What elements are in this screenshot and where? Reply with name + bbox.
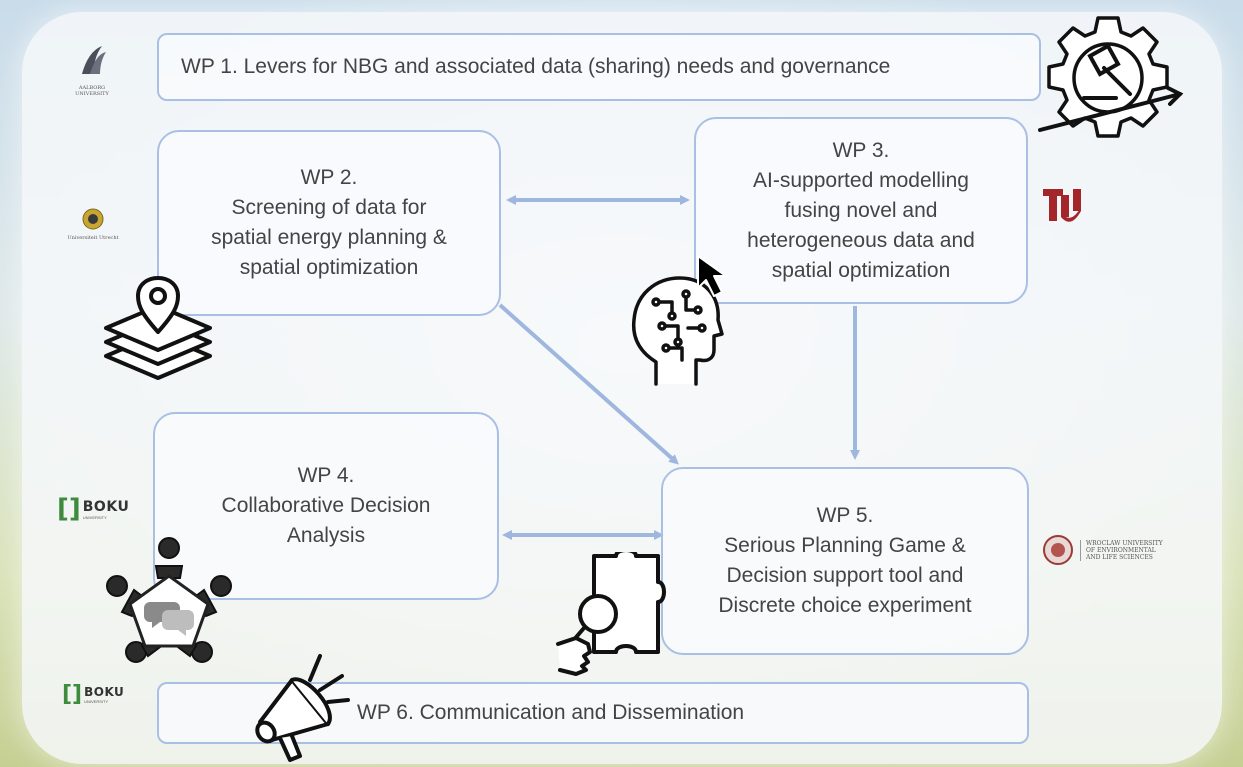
wp5-line: Serious Planning Game & (724, 534, 966, 557)
utrecht-seal-icon (82, 208, 104, 230)
wp1-box: WP 1. Levers for NBG and associated data… (157, 33, 1041, 101)
boku-sub: UNIVERSITY (82, 514, 107, 520)
aalborg-text: UNIVERSITY (75, 91, 109, 97)
wp2-line: spatial energy planning & (211, 226, 447, 249)
boku-bracket-icon: [] (57, 494, 81, 524)
wroclaw-seal-icon (1043, 535, 1073, 565)
wroclaw-logo: WROCLAW UNIVERSITY OF ENVIRONMENTAL AND … (1042, 534, 1163, 566)
tu-logo-icon (1043, 189, 1081, 222)
utrecht-logo: Universiteit Utrecht (58, 208, 128, 241)
boku-bracket-icon: [] (62, 682, 83, 707)
wp3-line: heterogeneous data and (747, 228, 975, 252)
ai-head-circuit-icon (631, 276, 724, 386)
wp5-line: Decision support tool and (726, 564, 964, 587)
wp4-title: WP 4. (297, 464, 355, 487)
map-layers-pin-icon (104, 276, 212, 380)
wp4-line: Collaborative Decision (221, 494, 431, 517)
aalborg-wave-icon (82, 46, 106, 74)
wp2-title: WP 2. (300, 166, 358, 189)
wp3-line: fusing novel and (784, 198, 938, 222)
wp5-box: WP 5. Serious Planning Game & Decision s… (661, 467, 1029, 655)
wp6-label: WP 6. Communication and Dissemination (357, 701, 745, 724)
wp3-line: AI-supported modelling (753, 168, 969, 192)
wp4-box: WP 4. Collaborative Decision Analysis (153, 412, 499, 600)
wroclaw-text: AND LIFE SCIENCES (1086, 553, 1153, 561)
wroclaw-text: WROCLAW UNIVERSITY (1086, 539, 1163, 547)
wp2-line: Screening of data for (231, 196, 427, 219)
boku-logo-wp4: [] BOKU UNIVERSITY (57, 494, 129, 524)
wp3-title: WP 3. (832, 138, 890, 162)
puzzle-magnifier-icon (556, 552, 666, 676)
arrow-wp2-wp5 (498, 303, 679, 465)
wp1-label: WP 1. Levers for NBG and associated data… (181, 55, 891, 78)
wp3-box: WP 3. AI-supported modelling fusing nove… (694, 117, 1028, 304)
tu-logo (1041, 185, 1091, 230)
wp3-line: spatial optimization (771, 258, 951, 282)
wp2-box: WP 2. Screening of data for spatial ener… (157, 130, 501, 316)
wroclaw-text: OF ENVIRONMENTAL (1086, 546, 1156, 554)
wp4-line: Analysis (286, 524, 366, 547)
boku-brand: BOKU (82, 498, 130, 515)
governance-gear-gavel-icon (1038, 16, 1184, 138)
aalborg-logo: AALBORG UNIVERSITY (60, 40, 124, 120)
boku-logo-wp6: [] BOKU UNIVERSITY (62, 682, 124, 707)
aalborg-text: AALBORG (78, 85, 106, 91)
utrecht-text: Universiteit Utrecht (67, 235, 119, 241)
boku-sub: UNIVERSITY (84, 699, 109, 704)
boku-brand: BOKU (84, 685, 125, 699)
wp5-title: WP 5. (816, 504, 874, 527)
team-meeting-icon (106, 537, 232, 663)
mouse-pointer-icon (697, 255, 727, 297)
wp5-line: Discrete choice experiment (718, 594, 972, 617)
wp2-line: spatial optimization (239, 256, 419, 279)
megaphone-icon (255, 654, 350, 762)
